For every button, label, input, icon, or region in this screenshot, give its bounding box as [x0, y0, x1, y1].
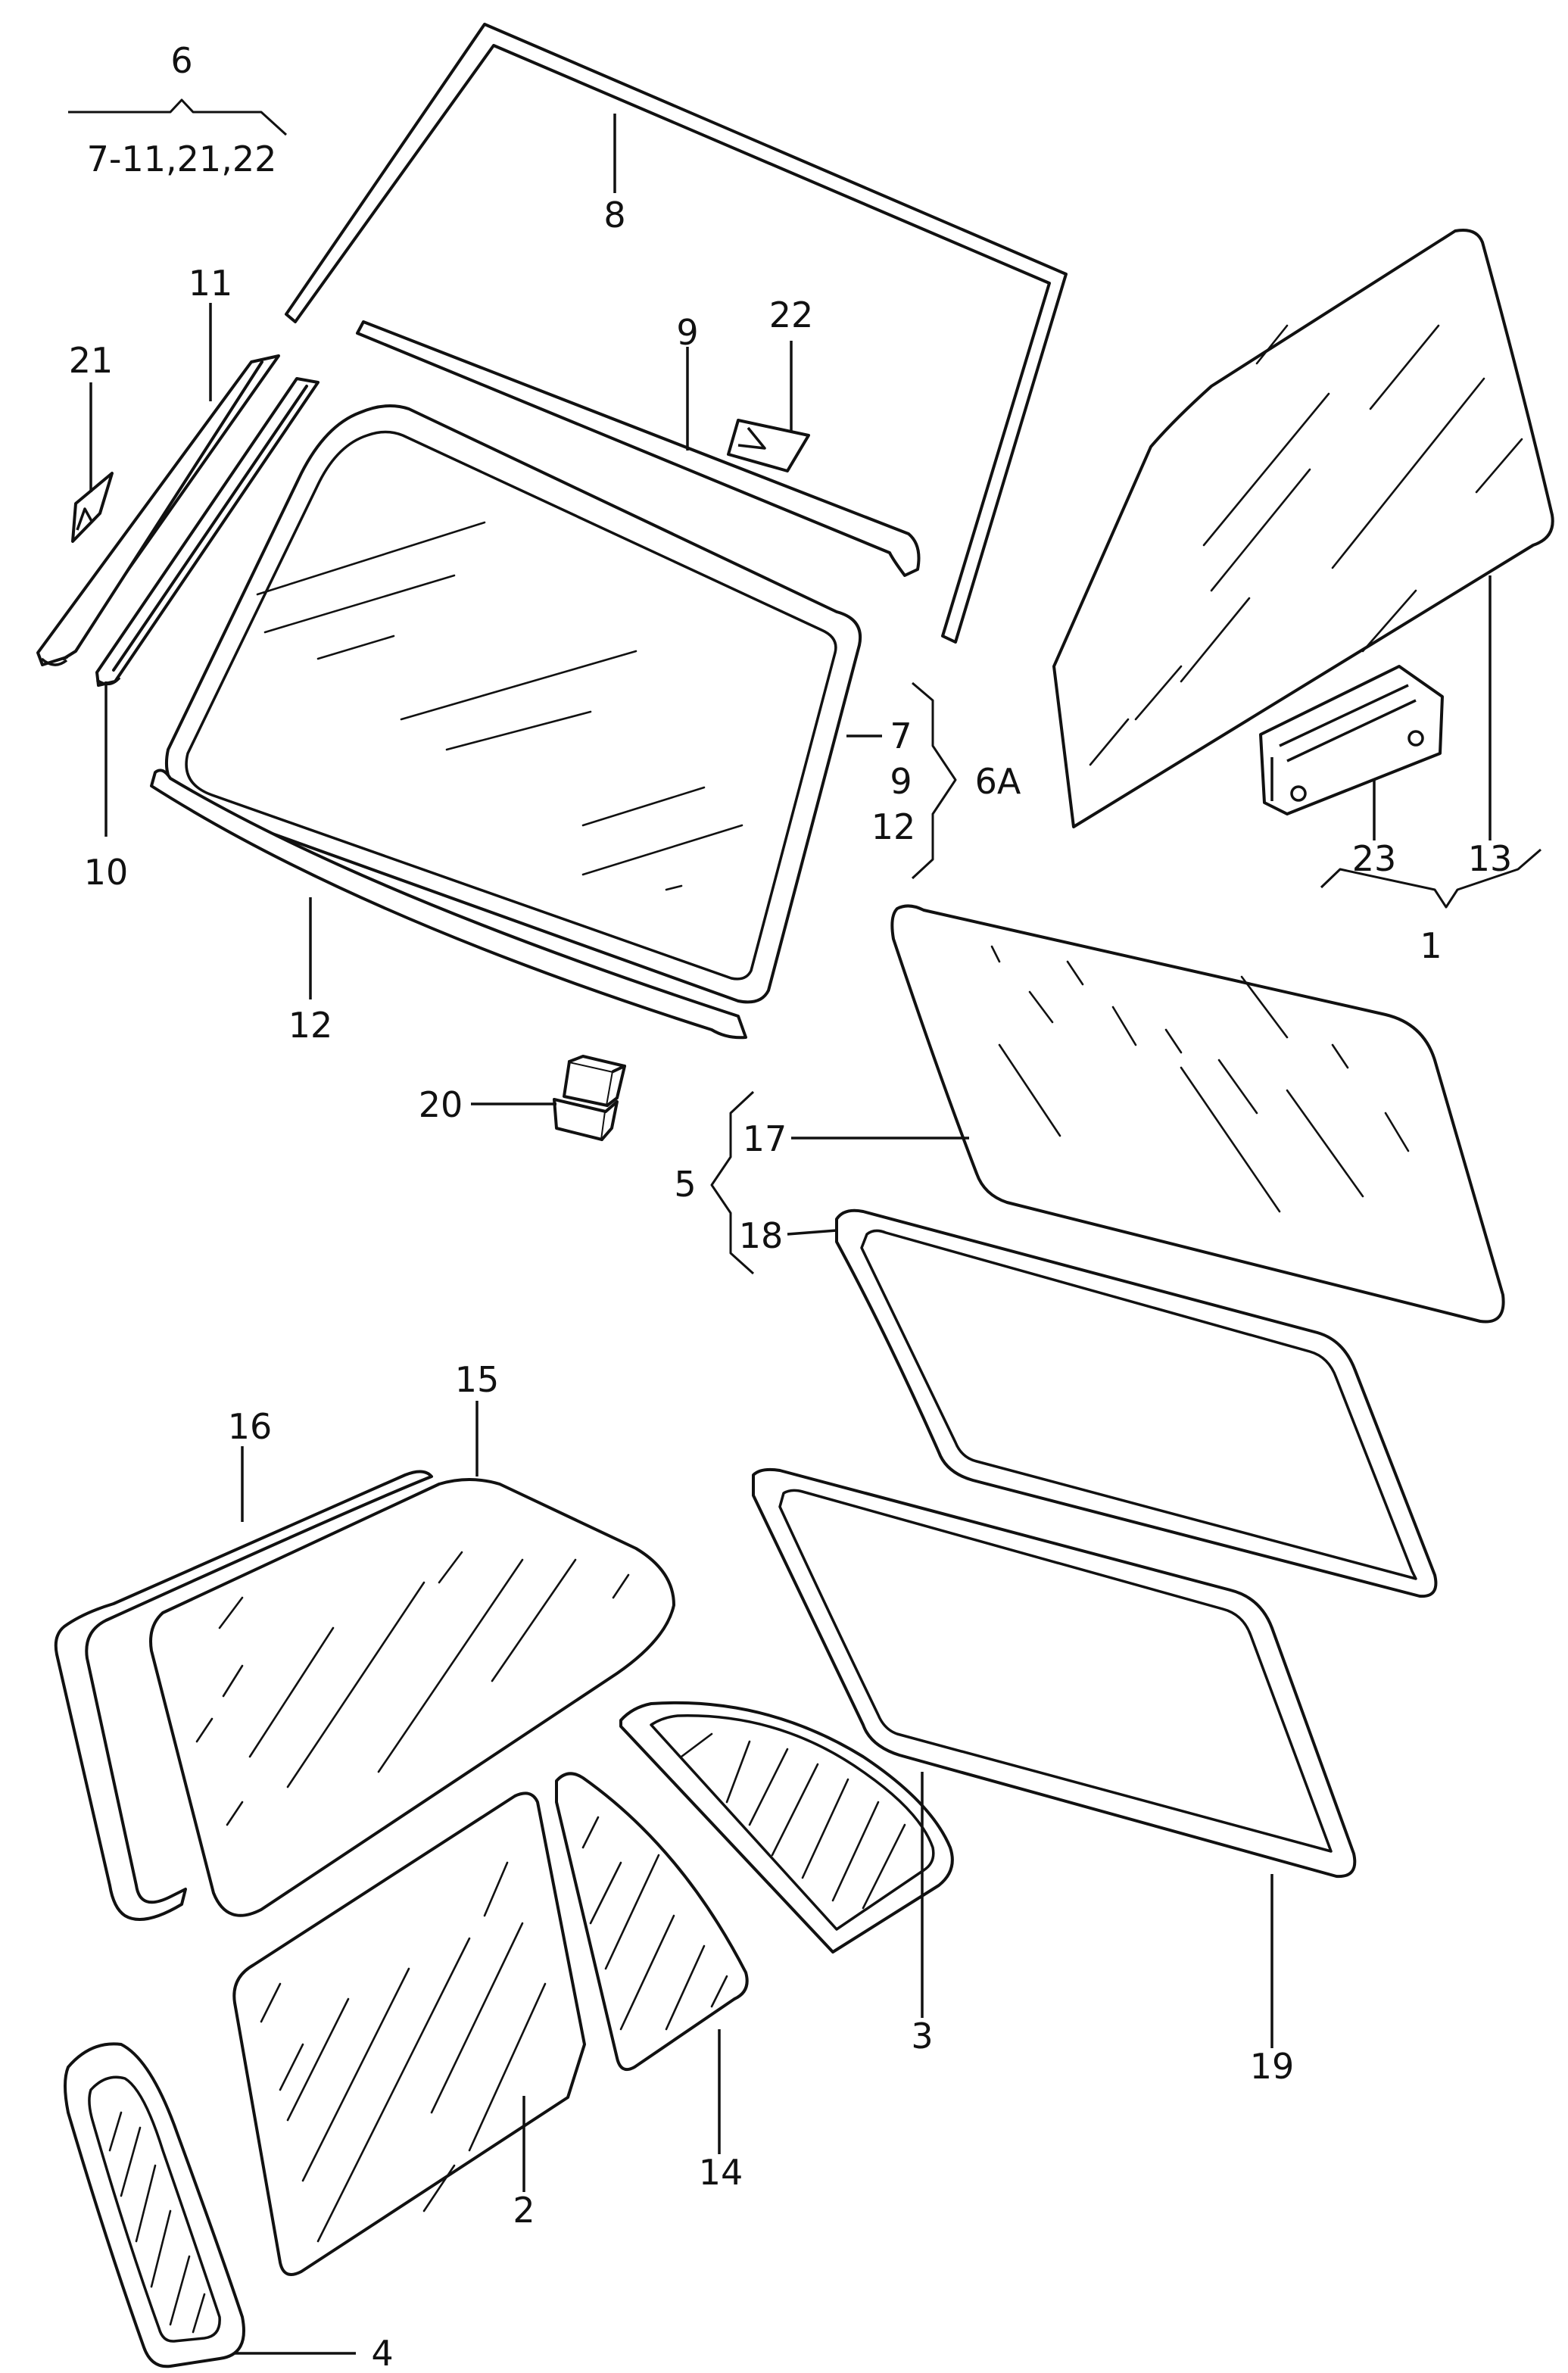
callout-10: 10: [84, 852, 129, 893]
callout-14: 14: [699, 2152, 743, 2193]
callout-17: 17: [743, 1118, 787, 1159]
windshield-lower-seal-strip: [150, 769, 747, 1040]
spacer-block-part-20: [553, 1055, 626, 1141]
group-braces: [68, 98, 1542, 1275]
a-pillar-trim-strips: [36, 354, 320, 687]
callout-11: 11: [189, 263, 233, 304]
callout-7: 7: [890, 716, 912, 756]
windshield-upper-seal-strip: [356, 320, 921, 577]
callout-labels: 6 7-11,21,22 8 22 9 11 21 10 12 7 9 12 6…: [69, 40, 1513, 2373]
leader-lines: [89, 114, 1492, 2355]
windshield-glass: [164, 404, 862, 1004]
clip-part-21: [71, 472, 114, 543]
side-window-glass: [149, 1478, 675, 1917]
callout-2: 2: [513, 2190, 535, 2231]
callout-5: 5: [674, 1164, 696, 1205]
side-window-seal: [54, 1470, 433, 1921]
callout-22: 22: [769, 295, 814, 335]
callout-6: 6: [170, 40, 192, 81]
callout-8: 8: [603, 195, 625, 235]
sticker-part-22: [727, 419, 810, 472]
rear-window-glass: [890, 904, 1505, 1324]
quarter-vent-glass: [619, 1701, 954, 1954]
door-glass: [1052, 229, 1554, 828]
callout-12-right: 12: [871, 806, 916, 847]
rear-window-frame: [752, 1467, 1357, 1879]
callout-1: 1: [1420, 925, 1442, 966]
small-triangular-glass: [555, 1772, 749, 2071]
rear-window-seal: [835, 1208, 1438, 1598]
callout-15: 15: [455, 1359, 500, 1400]
callout-12-left: 12: [288, 1005, 333, 1046]
callout-21: 21: [69, 340, 114, 381]
callout-18: 18: [739, 1215, 784, 1256]
callout-13: 13: [1468, 838, 1513, 879]
callout-20: 20: [419, 1084, 463, 1125]
rear-quarter-glass: [232, 1791, 586, 2276]
small-side-glass: [64, 2042, 245, 2368]
callout-19: 19: [1250, 2046, 1295, 2087]
callout-3: 3: [911, 2016, 933, 2056]
callout-6a: 6A: [975, 761, 1021, 802]
callout-23: 23: [1352, 838, 1397, 879]
door-glass-bracket: [1259, 665, 1444, 815]
callout-9-right: 9: [890, 761, 912, 802]
callout-16: 16: [228, 1406, 273, 1447]
windshield-frame-moulding: [285, 23, 1068, 644]
callout-6-range: 7-11,21,22: [87, 139, 277, 179]
callout-9-top: 9: [676, 312, 698, 353]
callout-4: 4: [371, 2333, 393, 2373]
